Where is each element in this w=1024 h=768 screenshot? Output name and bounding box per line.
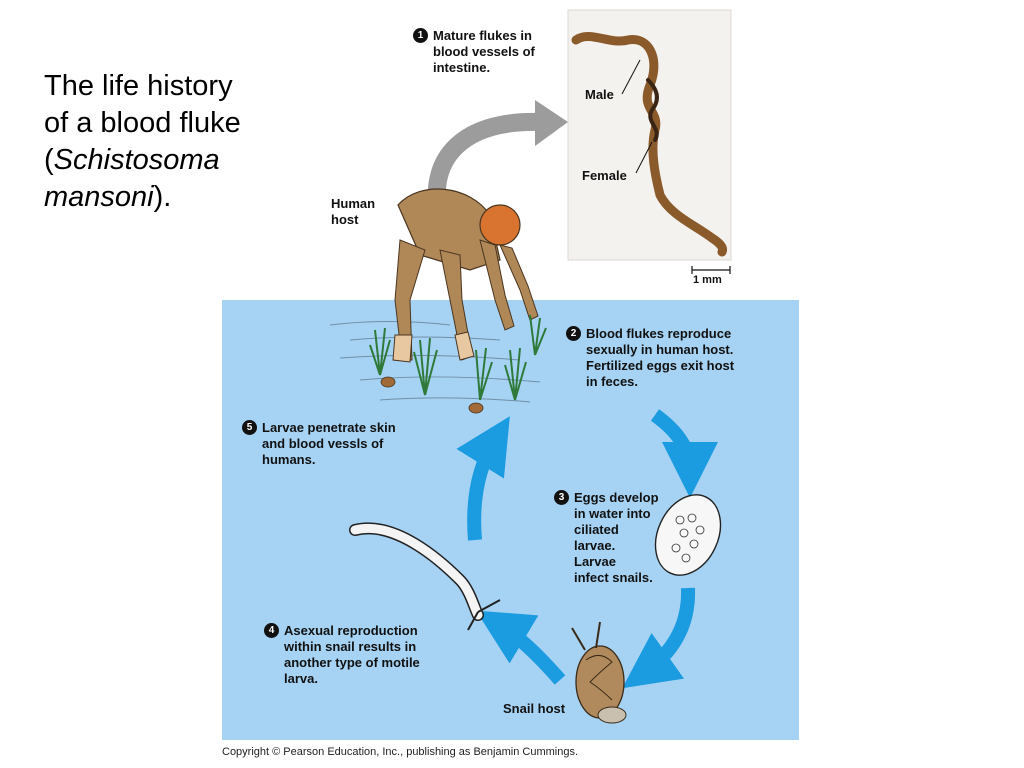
step-4-line: Asexual reproduction	[284, 623, 418, 638]
step-3-line: Eggs develop	[574, 490, 659, 505]
step-4-number: 4	[264, 623, 279, 638]
step-5: 5 Larvae penetrate skin and blood vessls…	[242, 420, 396, 468]
step-1-line: Mature flukes in	[433, 28, 532, 43]
step-4: 4 Asexual reproduction within snail resu…	[264, 623, 420, 687]
step-2-line: sexually in human host.	[586, 342, 734, 357]
arrow-2-to-3	[650, 409, 718, 498]
step-5-line: Larvae penetrate skin	[262, 420, 396, 435]
step-5-line: humans.	[262, 452, 316, 467]
step-2-line: Fertilized eggs exit host	[586, 358, 735, 373]
title-species-epithet: mansoni	[44, 181, 154, 213]
human-host-figure	[392, 188, 539, 363]
step-3: 3 Eggs develop in water into ciliated la…	[554, 490, 659, 586]
arrow-snail-to-4	[475, 610, 566, 685]
step-5-line: and blood vessls of	[262, 436, 384, 451]
step-1: 1 Mature flukes in blood vessels of inte…	[413, 28, 535, 76]
step-4-line: within snail results in	[284, 639, 417, 654]
tiny-snails-in-water	[380, 376, 484, 414]
step-4-line: another type of motile	[284, 655, 420, 670]
step-3-line: in water into	[574, 506, 651, 521]
female-worm	[646, 78, 659, 142]
copyright-notice: Copyright © Pearson Education, Inc., pub…	[222, 746, 579, 758]
step-3-line: ciliated	[574, 522, 619, 537]
title-line-2: of a blood fluke	[44, 107, 241, 139]
step-3-line: Larvae	[574, 554, 616, 569]
title-species-genus: Schistosoma	[53, 144, 220, 176]
female-label: Female	[582, 168, 627, 183]
title-paren-open: (	[44, 144, 54, 176]
title-line-3: (Schistosoma	[44, 142, 294, 179]
step-2: 2 Blood flukes reproduce sexually in hum…	[566, 326, 735, 390]
snail-host-figure	[571, 621, 627, 724]
step-3-line: larvae.	[574, 538, 616, 553]
step-2-number: 2	[566, 326, 581, 341]
step-3-line: infect snails.	[574, 570, 653, 585]
grey-arrow-head	[535, 100, 568, 146]
step-1-line: intestine.	[433, 60, 491, 75]
rice-plants	[369, 314, 547, 401]
step-3-number: 3	[554, 490, 569, 505]
snail-host-label: Snail host	[503, 701, 566, 716]
motile-larva-figure	[349, 522, 501, 631]
arrow-3-to-snail	[622, 587, 696, 689]
ciliated-larva-egg	[654, 494, 722, 576]
slide-title: The life history of a blood fluke (Schis…	[44, 68, 294, 216]
title-paren-close: ).	[153, 181, 172, 213]
arrow-4-to-5	[456, 416, 510, 541]
cycle-arrows	[456, 409, 718, 689]
water-ripples	[329, 321, 541, 403]
step-4-line: larva.	[284, 671, 318, 686]
step-2-line: Blood flukes reproduce	[586, 326, 732, 341]
human-host-label-line1: Human	[331, 196, 376, 211]
human-host-label: Human host	[331, 196, 375, 227]
human-host-label-line2: host	[331, 211, 359, 227]
step-1-line: blood vessels of	[433, 44, 535, 59]
female-pointer	[635, 141, 653, 174]
step-5-number: 5	[242, 420, 257, 435]
male-label: Male	[585, 87, 614, 102]
title-line-4: mansoni).	[44, 179, 294, 216]
step-1-number: 1	[413, 28, 428, 43]
scale-bar	[691, 266, 731, 274]
male-pointer	[621, 59, 641, 95]
step-2-line: in feces.	[586, 374, 639, 389]
title-line-1: The life history	[44, 70, 233, 102]
scale-label: 1 mm	[693, 274, 722, 286]
